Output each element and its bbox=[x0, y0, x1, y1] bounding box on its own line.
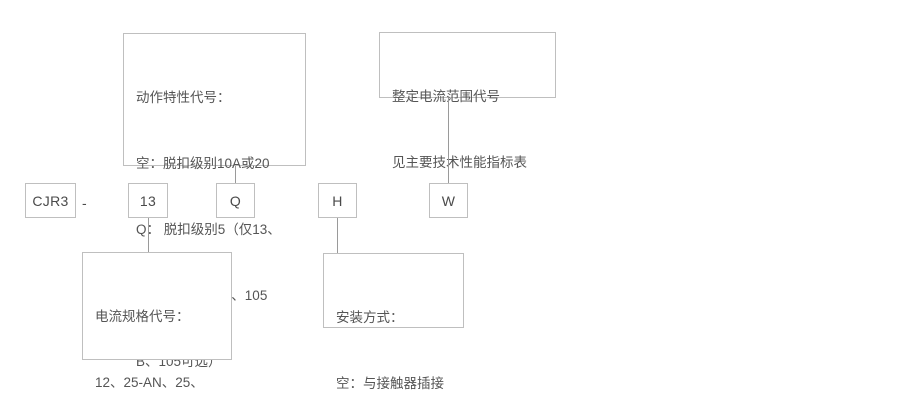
connector-action-characteristic bbox=[235, 166, 236, 183]
connector-mounting bbox=[337, 218, 338, 253]
callout-setting-range: 整定电流范围代号 见主要技术性能指标表 bbox=[379, 32, 556, 170]
code-box-current-spec[interactable]: 13 bbox=[128, 183, 168, 218]
callout-current-spec: 电流规格代号： 12、25-AN、25、 50、105B、105、 160B、1… bbox=[82, 252, 232, 390]
code-box-setting-range-label: W bbox=[441, 192, 456, 209]
code-box-mounting[interactable]: H bbox=[318, 183, 357, 218]
code-box-current-spec-label: 13 bbox=[139, 192, 157, 209]
callout-setting-range-line-2: 见主要技术性能指标表 bbox=[392, 155, 527, 170]
callout-setting-range-line-1: 整定电流范围代号 bbox=[392, 89, 500, 104]
code-box-series[interactable]: CJR3 bbox=[25, 183, 76, 218]
connector-setting-range bbox=[448, 98, 449, 183]
code-box-action-characteristic[interactable]: Q bbox=[216, 183, 255, 218]
callout-action-characteristic: 动作特性代号： 空：脱扣级别10A或20 Q： 脱扣级别5（仅13、 25-AN… bbox=[123, 33, 306, 369]
callout-mounting: 安装方式： 空：与接触器插接 H 独立安装 bbox=[323, 253, 464, 391]
code-box-series-label: CJR3 bbox=[32, 192, 69, 209]
code-box-setting-range[interactable]: W bbox=[429, 183, 468, 218]
callout-current-spec-line-1: 电流规格代号： bbox=[95, 309, 190, 324]
callout-current-spec-line-2: 12、25-AN、25、 bbox=[95, 375, 204, 390]
callout-mounting-line-2: 空：与接触器插接 bbox=[336, 376, 444, 391]
callout-action-characteristic-line-2: 空：脱扣级别10A或20 bbox=[136, 156, 270, 171]
callout-mounting-line-1: 安装方式： bbox=[336, 310, 404, 325]
callout-action-characteristic-line-3: Q： 脱扣级别5（仅13、 bbox=[136, 222, 281, 237]
separator-dash: - bbox=[82, 195, 87, 211]
connector-current-spec bbox=[148, 218, 149, 252]
callout-action-characteristic-line-1: 动作特性代号： bbox=[136, 90, 231, 105]
code-box-action-characteristic-label: Q bbox=[229, 192, 242, 209]
code-box-mounting-label: H bbox=[332, 192, 343, 209]
